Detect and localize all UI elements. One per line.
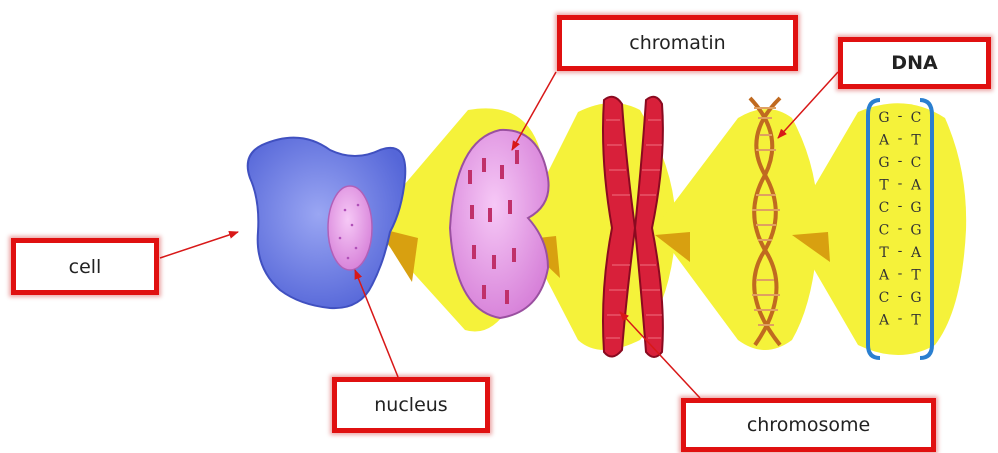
dna-bond: - [898, 153, 903, 169]
cell-body [248, 138, 406, 309]
dna-base-right: C [911, 110, 922, 126]
nucleus-small [328, 186, 372, 270]
dna-base-right: T [911, 133, 921, 149]
dna-base-left: T [879, 178, 889, 194]
arrow-dna [778, 72, 838, 138]
dna-base-right: G [910, 290, 921, 306]
dna-bond: - [898, 266, 903, 282]
dna-base-right: A [910, 178, 922, 194]
arrow-nucleus [355, 270, 398, 377]
dna-base-left: C [879, 290, 890, 306]
label-nucleus: nucleus [332, 377, 490, 433]
dna-base-left: A [878, 133, 890, 149]
dna-base-right: A [910, 245, 922, 261]
dna-bond: - [898, 131, 903, 147]
label-chromatin: chromatin [557, 15, 798, 71]
dna-base-right: G [910, 223, 921, 239]
dna-base-right: T [911, 268, 921, 284]
dna-base-left: C [879, 200, 890, 216]
arrow-cell [160, 232, 238, 258]
dna-base-left: G [878, 155, 889, 171]
nucleus-large-body [450, 130, 549, 318]
dna-base-left: G [878, 110, 889, 126]
dna-base-right: T [911, 313, 921, 329]
dna-bond: - [898, 198, 903, 214]
dna-base-right: G [910, 200, 921, 216]
dna-bond: - [898, 288, 903, 304]
dna-base-right: C [911, 155, 922, 171]
dna-bond: - [898, 176, 903, 192]
label-dna: DNA [838, 37, 991, 89]
dna-bond: - [898, 311, 903, 327]
dna-base-left: T [879, 245, 889, 261]
dna-bond: - [898, 221, 903, 237]
dna-bond: - [898, 243, 903, 259]
dna-base-left: A [878, 268, 890, 284]
nucleus-large-illustration [450, 130, 549, 318]
dna-base-left: A [878, 313, 890, 329]
cell-illustration [248, 138, 406, 309]
label-cell: cell [11, 238, 159, 295]
label-chromosome: chromosome [681, 398, 936, 452]
dna-bond: - [898, 108, 903, 124]
dna-base-left: C [879, 223, 890, 239]
